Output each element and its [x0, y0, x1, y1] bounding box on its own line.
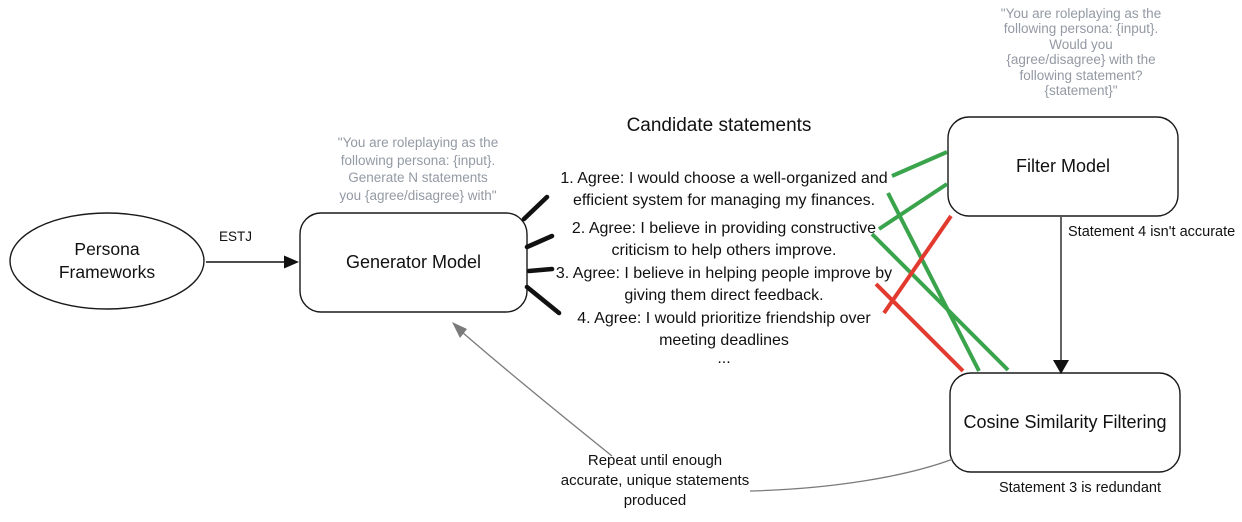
filter-to-cosine-arrowhead — [1053, 360, 1069, 374]
estj-edge-label: ESTJ — [219, 229, 253, 244]
repeat-note: Repeat until enough accurate, unique sta… — [560, 452, 750, 509]
candidate-statement-2: 2. Agree: I believe in providing constru… — [571, 220, 877, 259]
generator-model-label: Generator Model — [345, 252, 482, 272]
cosine-note: Statement 3 is redundant — [998, 480, 1162, 496]
filter-model-label: Filter Model — [1015, 156, 1111, 176]
filter-note: Statement 4 isn't accurate — [1068, 224, 1236, 240]
candidate-statement-ellipsis: ... — [717, 350, 731, 367]
repeat-arrowhead — [452, 322, 467, 338]
statement-1-to-filter-accept-edge — [891, 150, 948, 178]
cosine-similarity-label: Cosine Similarity Filtering — [963, 412, 1167, 432]
candidate-statement-1: 1. Agree: I would choose a well-organize… — [560, 170, 888, 209]
generator-to-statement-2-connector — [524, 233, 555, 250]
persona-frameworks-label: Persona Frameworks — [58, 239, 156, 282]
generator-model-box — [299, 212, 528, 313]
statement-2-to-cosine-accept-edge — [870, 232, 1010, 372]
persona-frameworks-ellipse — [9, 212, 205, 310]
filter-model-box — [947, 116, 1179, 217]
statement-2-to-filter-accept-edge — [877, 182, 949, 231]
candidate-statement-4: 4. Agree: I would prioritize friendship … — [577, 310, 871, 349]
candidate-statement-3: 3. Agree: I believe in helping people im… — [555, 265, 893, 304]
statement-1-to-cosine-accept-edge — [886, 192, 981, 372]
generator-prompt-text: "You are roleplaying as the following pe… — [337, 135, 499, 203]
cosine-similarity-box — [949, 372, 1181, 473]
estj-arrowhead — [284, 255, 299, 269]
filter-prompt-text: "You are roleplaying as the following pe… — [1000, 6, 1162, 99]
cosine-rejects-statement-3-edge — [874, 282, 965, 373]
generator-to-statement-1-connector — [521, 194, 550, 222]
candidate-statements-title: Candidate statements — [626, 115, 812, 136]
generator-to-statement-3-connector — [526, 266, 555, 274]
filter-rejects-statement-4-edge — [882, 214, 953, 315]
generator-to-statement-4-connector — [524, 284, 562, 316]
cosine-to-repeat-note-line — [749, 458, 954, 492]
repeat-note-to-generator-line — [461, 331, 613, 457]
